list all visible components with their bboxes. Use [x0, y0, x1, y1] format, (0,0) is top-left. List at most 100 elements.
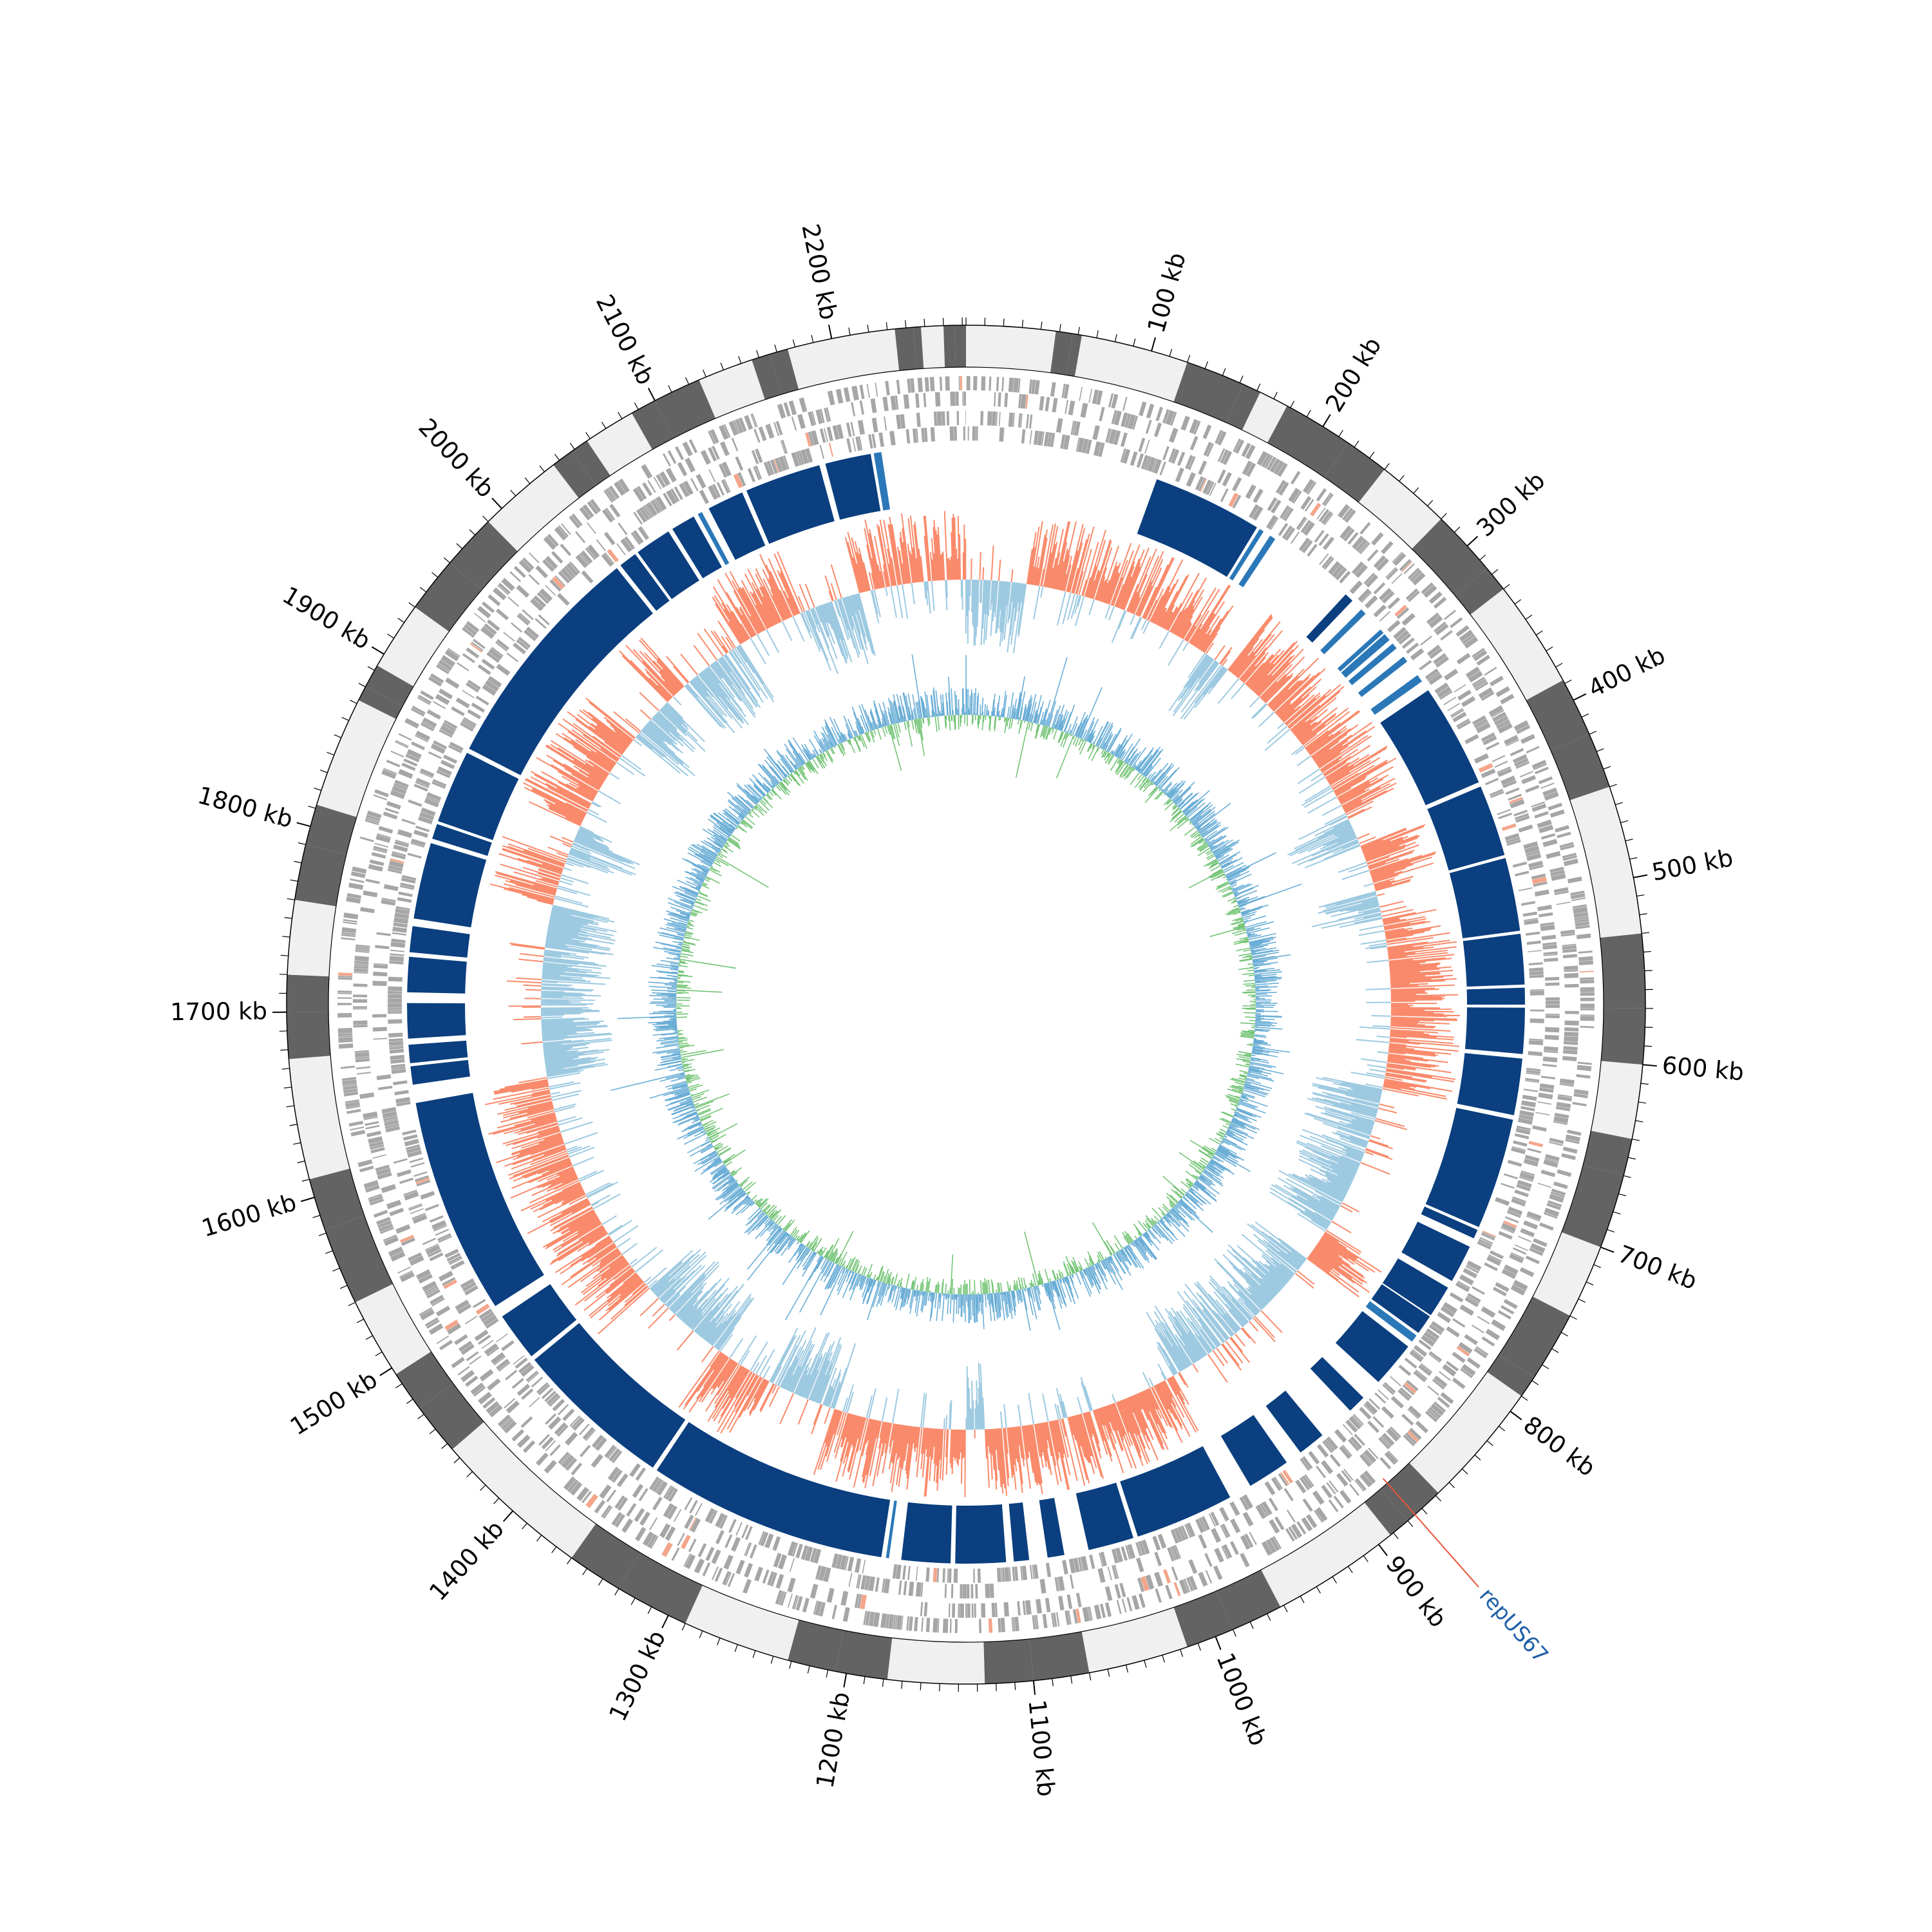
gene	[1526, 1070, 1540, 1074]
gene	[750, 413, 757, 428]
minor-tick	[1638, 1101, 1647, 1104]
gene	[1489, 676, 1504, 687]
contig-segment	[1078, 336, 1188, 402]
gene	[416, 1180, 431, 1187]
gene	[656, 1481, 668, 1496]
gene	[448, 648, 460, 658]
gene	[607, 549, 619, 563]
gene	[766, 460, 775, 475]
gene	[484, 679, 500, 692]
gene	[389, 1208, 404, 1217]
contig-segment	[419, 1383, 484, 1450]
gene	[384, 808, 399, 815]
gene	[578, 1423, 590, 1435]
gene	[859, 384, 865, 399]
gene	[1437, 1396, 1450, 1408]
gene	[1444, 668, 1459, 681]
gene	[1488, 705, 1504, 717]
gene	[552, 576, 565, 589]
gene	[1089, 1554, 1095, 1569]
gene	[854, 1593, 860, 1608]
gene	[967, 1584, 970, 1598]
gene	[1428, 673, 1443, 685]
gene	[443, 1279, 457, 1289]
gene	[1477, 1316, 1490, 1325]
tick-label: 2000 kb	[413, 413, 499, 504]
gene	[407, 1150, 422, 1158]
gene	[1484, 777, 1499, 786]
minor-tick	[1332, 1577, 1338, 1584]
gene	[420, 723, 435, 732]
gene	[1127, 414, 1136, 430]
gene	[1275, 480, 1286, 494]
gene	[1328, 561, 1341, 575]
gene	[1530, 989, 1544, 991]
gene	[1530, 1009, 1544, 1012]
gene	[1379, 1457, 1392, 1470]
gene	[1310, 502, 1321, 516]
gene	[575, 554, 589, 569]
gene	[1380, 1435, 1392, 1448]
gene	[1352, 1415, 1363, 1426]
gene	[1245, 484, 1256, 499]
gene	[1288, 488, 1300, 503]
gene	[1473, 718, 1488, 728]
gene	[1526, 1215, 1540, 1222]
gene	[1300, 496, 1312, 510]
gene	[694, 1558, 705, 1574]
gene	[690, 478, 699, 491]
gene	[1170, 1529, 1179, 1544]
gene	[1058, 1595, 1065, 1611]
gene	[873, 1612, 880, 1627]
gene	[1343, 1468, 1354, 1481]
gene	[1104, 1602, 1112, 1617]
gene	[1473, 1348, 1488, 1359]
gene	[437, 766, 452, 776]
gene	[1504, 833, 1520, 841]
gene	[614, 1495, 625, 1509]
gene	[1266, 456, 1276, 471]
gene	[549, 579, 562, 592]
gene	[942, 1618, 949, 1633]
gene	[606, 1490, 616, 1502]
gene	[390, 790, 405, 799]
gene	[1008, 377, 1014, 392]
gene	[886, 1614, 890, 1629]
gene	[826, 407, 831, 422]
gene	[775, 1574, 784, 1589]
gene	[632, 488, 644, 502]
contig-segment	[770, 348, 799, 395]
gene	[1537, 904, 1552, 911]
gene	[1577, 1065, 1592, 1072]
gene	[345, 1099, 359, 1104]
gene	[1546, 1202, 1561, 1211]
gene	[436, 770, 451, 779]
minor-tick	[1560, 1332, 1568, 1337]
gene	[620, 538, 633, 553]
minor-tick	[1589, 730, 1597, 735]
gene	[1531, 759, 1547, 769]
gene	[1114, 1584, 1121, 1599]
gene	[851, 385, 859, 401]
gene	[354, 1052, 370, 1057]
gene	[484, 1343, 498, 1355]
gene	[1521, 775, 1537, 784]
gene	[377, 1171, 392, 1180]
gene	[953, 1568, 958, 1583]
gene	[500, 1417, 512, 1428]
gene	[353, 999, 368, 1003]
gene	[1316, 1444, 1329, 1458]
gene	[395, 839, 410, 845]
gene	[1367, 549, 1379, 562]
gene	[425, 1245, 440, 1255]
gene	[1022, 1600, 1026, 1615]
gene	[491, 1352, 506, 1365]
gene	[662, 453, 671, 467]
gene	[1564, 1036, 1578, 1042]
gene	[448, 1256, 462, 1264]
gene	[433, 1224, 448, 1232]
gene	[682, 441, 693, 457]
gene	[355, 951, 370, 953]
gene	[956, 411, 960, 426]
gene	[1399, 559, 1412, 571]
